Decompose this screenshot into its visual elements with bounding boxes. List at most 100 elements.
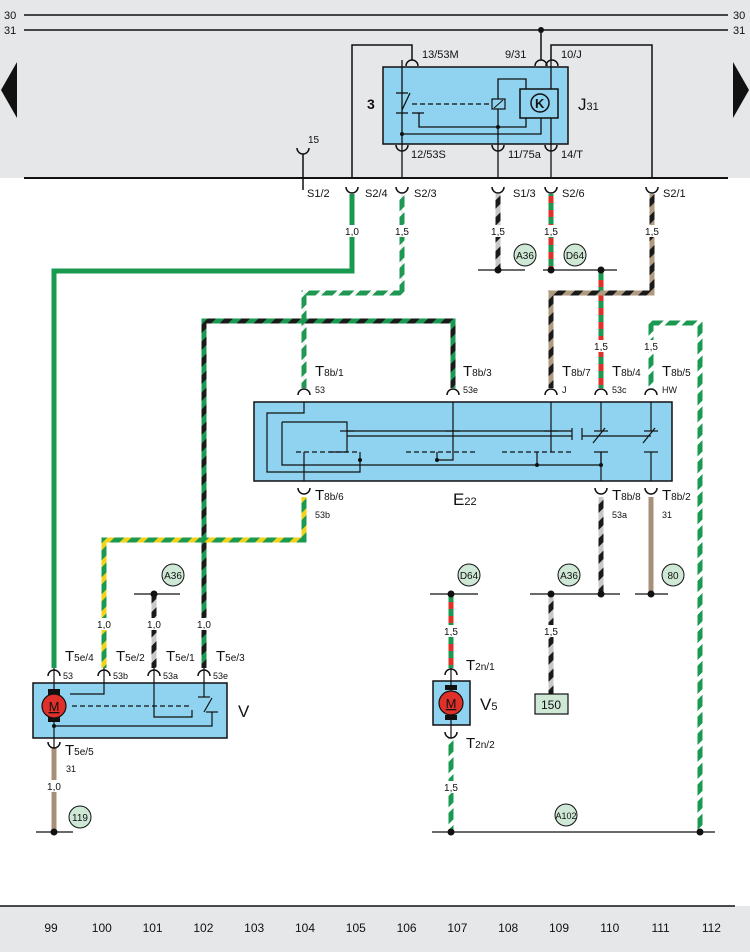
size-t5e5: 1,0 — [47, 782, 61, 793]
terminal-s2-6: S2/6 — [562, 188, 585, 200]
size-s24: 1,0 — [345, 227, 359, 238]
pin-t5e5: T5e/531 — [65, 742, 94, 774]
washer-motor-v5: M T2n/1 T2n/2 V5 — [432, 657, 497, 752]
ref-a36-left[interactable]: A36 — [161, 563, 185, 587]
svg-text:T8b/1: T8b/1 — [315, 363, 344, 380]
bus-label-30-left: 30 — [4, 10, 16, 22]
motor-v5-symbol-icon — [438, 690, 464, 716]
track-number-112: 112 — [702, 921, 721, 935]
relay-pin-14-t: 14/T — [561, 149, 583, 161]
motor-v-symbol-icon — [41, 693, 67, 719]
bus-line-31: 31 31 — [4, 25, 745, 37]
relay-k-symbol-icon — [530, 93, 550, 113]
pin-t2n2: T2n/2 — [466, 735, 495, 752]
ref-80[interactable]: 80 — [661, 563, 685, 587]
size-v5-bottom: 1,5 — [444, 783, 458, 794]
svg-text:M: M — [49, 699, 60, 714]
pin-t5e2: T5e/2 53b — [113, 648, 145, 681]
svg-text:53: 53 — [315, 385, 325, 395]
ref-a36-mid[interactable]: A36 — [557, 563, 581, 587]
svg-text:T5e/3: T5e/3 — [216, 648, 245, 665]
svg-text:53b: 53b — [113, 671, 128, 681]
track-number-110: 110 — [600, 921, 619, 935]
track-number-108: 108 — [498, 921, 518, 935]
relay-pin-10-j: 10/J — [561, 49, 582, 61]
svg-text:53a: 53a — [612, 510, 627, 520]
svg-text:53b: 53b — [315, 510, 330, 520]
reference-circles: A36 D64 A36 D64 A36 80 119 A102 — [68, 243, 685, 829]
size-v5-top: 1,5 — [444, 627, 458, 638]
relay-j31: K 3 J31 13/53M 9/31 10/J 12/53S 11/75a 1… — [351, 27, 653, 178]
next-page-arrow-icon[interactable] — [733, 62, 749, 118]
track-number-99: 99 — [44, 921, 58, 935]
size-t8b5: 1,5 — [644, 342, 658, 353]
previous-page-arrow-icon[interactable] — [1, 62, 17, 118]
track-number-104: 104 — [295, 921, 315, 935]
ref-a36-top[interactable]: A36 — [513, 243, 537, 267]
wire-black-brown-s21 — [548, 194, 655, 388]
terminal-s2-4: S2/4 — [365, 188, 388, 200]
svg-text:A36: A36 — [164, 571, 182, 582]
svg-text:M: M — [446, 696, 457, 711]
terminal-15: 15 — [296, 135, 320, 178]
pin-t8b1: T8b/1 53 — [315, 363, 344, 395]
svg-text:T5e/4: T5e/4 — [65, 648, 94, 665]
ref-119[interactable]: 119 — [68, 805, 92, 829]
size-s21: 1,5 — [645, 227, 659, 238]
pin-t8b2: T8b/231 — [662, 487, 691, 520]
track-number-111: 111 — [651, 921, 670, 935]
ground-bars — [36, 266, 715, 836]
wires — [51, 194, 704, 832]
pin-t8b5: T8b/5HW — [662, 363, 691, 395]
svg-text:53e: 53e — [463, 385, 478, 395]
svg-text:A102: A102 — [555, 811, 576, 821]
svg-text:J: J — [562, 385, 567, 395]
terminal-s1-3: S1/3 — [513, 188, 536, 200]
wire-black-green-t8b3 — [201, 318, 456, 668]
ref-d64-mid[interactable]: D64 — [457, 563, 481, 587]
pin-t5e4: T5e/453 — [63, 648, 94, 681]
bus-label-30-right: 30 — [733, 10, 745, 22]
svg-text:53a: 53a — [163, 671, 178, 681]
reference-box-150[interactable]: 150 — [534, 693, 569, 715]
svg-text:80: 80 — [667, 571, 679, 582]
bus-label-31-right: 31 — [733, 25, 745, 37]
svg-text:31: 31 — [662, 510, 672, 520]
size-t5e3: 1,0 — [197, 620, 211, 631]
ref-a102[interactable]: A102 — [554, 803, 578, 827]
svg-text:A36: A36 — [560, 571, 578, 582]
motor-v5-designation: V5 — [480, 695, 497, 714]
relay-position-number: 3 — [367, 96, 375, 112]
terminal-s2-1: S2/1 — [663, 188, 686, 200]
motor-v-designation: V — [238, 702, 250, 721]
svg-text:K: K — [535, 96, 545, 111]
wire-green-yellow-t8b6 — [101, 497, 307, 668]
size-t5e1: 1,0 — [147, 620, 161, 631]
pin-t5e1: T5e/1 53a — [163, 648, 195, 681]
svg-text:T8b/5: T8b/5 — [662, 363, 691, 380]
ref-d64-top[interactable]: D64 — [563, 243, 587, 267]
track-number-103: 103 — [244, 921, 264, 935]
svg-text:T8b/3: T8b/3 — [463, 363, 492, 380]
svg-text:15: 15 — [308, 135, 320, 146]
track-number-106: 106 — [397, 921, 417, 935]
size-s13: 1,5 — [491, 227, 505, 238]
svg-text:T2n/2: T2n/2 — [466, 735, 495, 752]
svg-text:D64: D64 — [460, 571, 479, 582]
svg-text:119: 119 — [72, 813, 88, 824]
track-number-102: 102 — [193, 921, 213, 935]
relay-pin-13-53m: 13/53M — [422, 49, 459, 61]
size-t5e2: 1,0 — [97, 620, 111, 631]
relay-designation: J31 — [578, 95, 599, 114]
terminal-s2-3: S2/3 — [414, 188, 437, 200]
pin-t8b7: T8b/7J — [562, 363, 591, 395]
svg-text:T5e/1: T5e/1 — [166, 648, 195, 665]
svg-text:T5e/2: T5e/2 — [116, 648, 145, 665]
svg-text:T8b/6: T8b/6 — [315, 487, 344, 504]
size-s23: 1,5 — [395, 227, 409, 238]
